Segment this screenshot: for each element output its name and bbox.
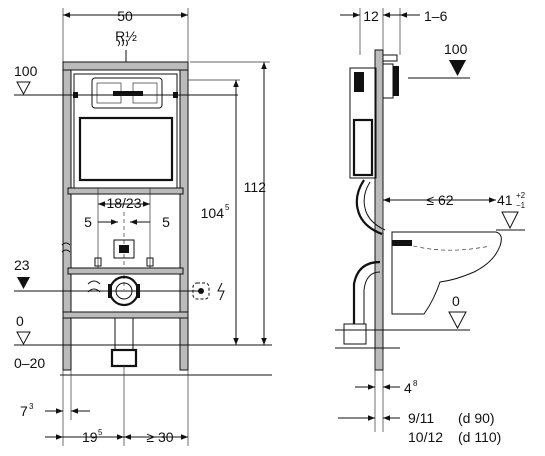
height-level-marker (501, 211, 519, 230)
water-flow-icon-left (61, 242, 71, 253)
toilet-bowl (391, 231, 502, 315)
projection-label: ≤ 62 (426, 192, 453, 208)
frame-bottom-bar (62, 311, 189, 319)
cistern-body (78, 116, 174, 182)
tol-plus: +2 (516, 191, 526, 200)
frame-right-post (179, 61, 189, 371)
mount-left-label: 5 (84, 214, 92, 230)
brand-badge (113, 91, 143, 96)
side-drain-end (343, 323, 367, 345)
side-floor-marker (448, 311, 467, 330)
side-view: 12 1–6 100 ≤ 62 41 +2 (335, 8, 526, 445)
water-flow-icon (87, 280, 101, 293)
side-top-level-marker (449, 60, 466, 76)
pipe-110-note: (d 110) (458, 429, 501, 445)
side-floor-label: 0 (452, 293, 460, 309)
side-cistern (349, 67, 377, 179)
connection-label: R½ (115, 28, 137, 44)
pipe-90-note: (d 90) (458, 410, 495, 426)
floor-range-label: 0–20 (14, 355, 45, 371)
electric-bolt-icon (217, 282, 225, 301)
height-frame-label: 104 (201, 205, 225, 221)
flush-panel (91, 77, 163, 109)
side-drain-bend (352, 260, 381, 324)
top-level-marker (16, 81, 31, 96)
height-total-label: 112 (244, 179, 267, 195)
floor-level-label: 0 (16, 313, 24, 329)
tol-minus: −1 (516, 201, 526, 210)
frame-top-bar (62, 61, 189, 71)
depth-top-label: 12 (363, 8, 379, 24)
height-main-label: 41 (497, 192, 513, 208)
depth-range-label: 1–6 (424, 8, 448, 24)
top-level-label: 100 (14, 63, 38, 79)
frame-middle-bar (67, 187, 184, 195)
depth-main-label: 4 (404, 380, 412, 396)
mount-right-label: 5 (162, 214, 170, 230)
drain-pipe-end (110, 348, 138, 368)
pipe-110-label: 10/12 (408, 429, 443, 445)
frame-lower-bar (67, 267, 184, 275)
offset-bottom-sup: 5 (98, 428, 103, 437)
height-frame-sup: 5 (225, 203, 230, 212)
depth-sup: 8 (413, 379, 418, 388)
water-supply-icon (117, 39, 128, 47)
frame-left-post (62, 61, 72, 371)
mount-plate (113, 239, 135, 259)
min-right-label: ≥ 30 (146, 429, 173, 445)
floor-level-marker (16, 331, 31, 346)
side-top-level-label: 100 (444, 41, 468, 57)
front-view: 50 R½ 18/23 5 5 (14, 8, 272, 446)
offset-bottom-label: 19 (82, 429, 98, 445)
drain-level-label: 23 (14, 257, 30, 273)
pipe-90-label: 9/11 (408, 410, 434, 426)
offset-left-label: 7 (20, 403, 28, 419)
offset-left-sup: 3 (29, 402, 34, 411)
side-flush-plate (382, 63, 394, 99)
flush-pipe (355, 179, 383, 236)
width-label: 50 (117, 8, 133, 24)
drain-level-marker (17, 277, 30, 289)
electric-box (192, 282, 210, 300)
mount-spacing-label: 18/23 (106, 195, 141, 211)
